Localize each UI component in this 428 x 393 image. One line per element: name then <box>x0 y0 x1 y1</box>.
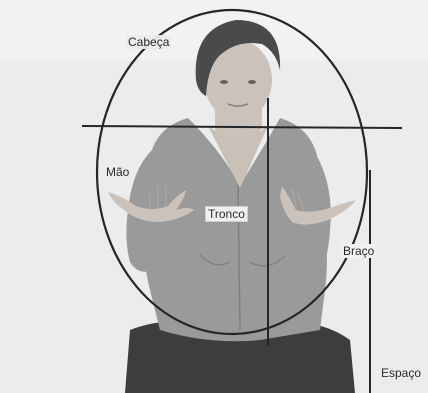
label-space: Espaço <box>379 366 423 380</box>
label-head: Cabeça <box>126 35 171 49</box>
label-arm: Braço <box>341 244 376 258</box>
label-hand: Mão <box>104 165 131 179</box>
label-torso: Tronco <box>205 206 248 222</box>
